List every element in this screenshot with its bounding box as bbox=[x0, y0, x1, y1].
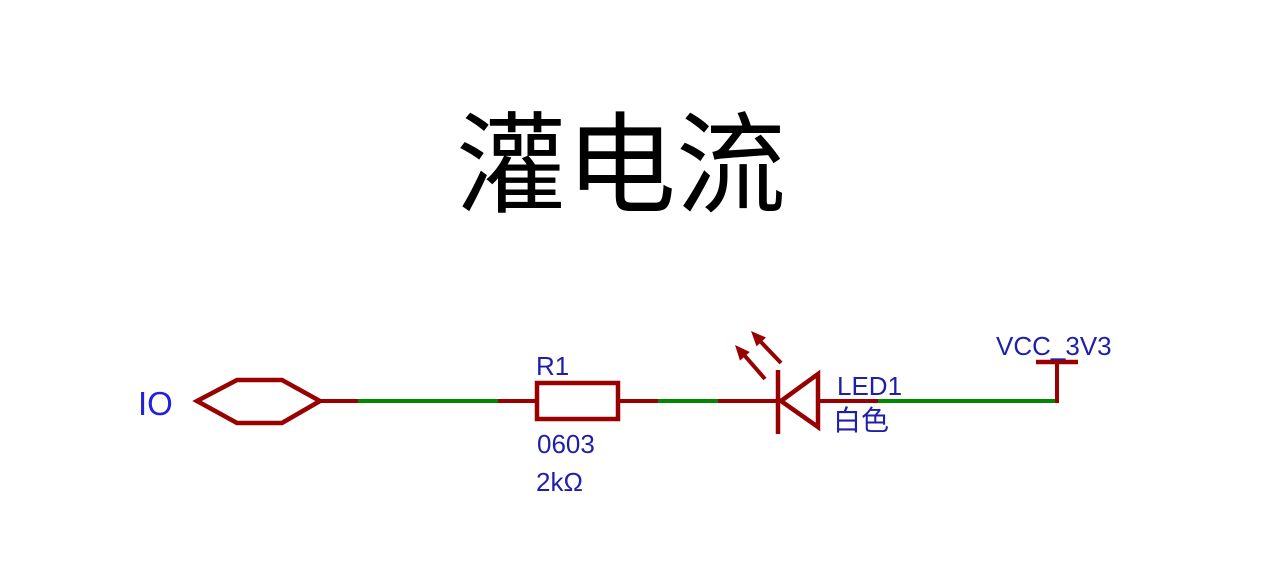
led-emission-arrow-2 bbox=[759, 340, 783, 365]
io-port-symbol bbox=[192, 377, 358, 426]
led-triangle-icon bbox=[777, 369, 821, 432]
led-emission-arrow-1 bbox=[743, 354, 767, 381]
schematic-title: 灌电流 bbox=[456, 105, 786, 228]
led-emission-arrowhead-2 bbox=[751, 331, 766, 347]
power-flag-symbol bbox=[1036, 359, 1078, 403]
led-emission-arrowhead-1 bbox=[735, 345, 750, 361]
io-port-hexagon-icon bbox=[192, 377, 325, 426]
resistor-footprint-label: 0603 bbox=[537, 429, 595, 459]
led-reference-label: LED1 bbox=[837, 371, 903, 401]
led-value-label: 白色 bbox=[833, 405, 890, 436]
resistor-reference-label: R1 bbox=[536, 351, 570, 381]
led-emission-arrows-icon bbox=[735, 331, 783, 381]
led-symbol bbox=[718, 331, 878, 434]
resistor-symbol bbox=[498, 380, 658, 422]
resistor-body-icon bbox=[534, 380, 621, 422]
resistor-value-label: 2kΩ bbox=[536, 467, 583, 497]
io-port-label: IO bbox=[138, 385, 173, 422]
power-net-label: VCC_3V3 bbox=[996, 331, 1112, 361]
